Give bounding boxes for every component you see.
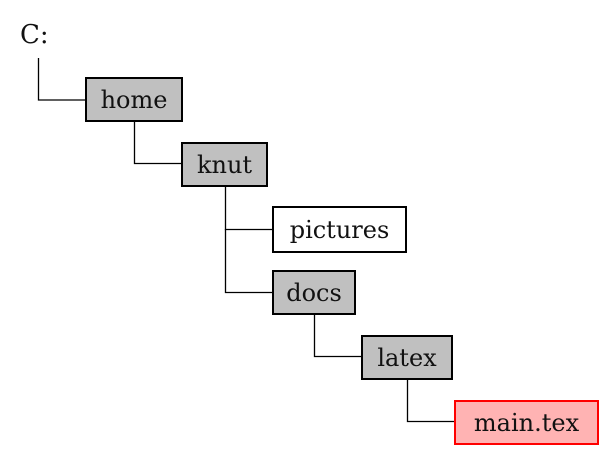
- folder-node-knut[interactable]: knut: [181, 142, 268, 187]
- connector-docs-latex: [313, 314, 361, 358]
- folder-node-home[interactable]: home: [85, 77, 183, 122]
- folder-node-docs[interactable]: docs: [272, 270, 356, 315]
- connector-root-home: [37, 58, 85, 101]
- root-drive-label: C:: [20, 20, 49, 50]
- connector-knut-pictures: [224, 186, 272, 231]
- file-node-main-tex[interactable]: main.tex: [454, 400, 599, 445]
- connector-knut-docs: [224, 229, 272, 294]
- connector-latex-main: [406, 379, 454, 423]
- connector-home-knut: [133, 121, 181, 165]
- folder-node-pictures[interactable]: pictures: [272, 206, 407, 253]
- folder-node-latex[interactable]: latex: [361, 335, 453, 380]
